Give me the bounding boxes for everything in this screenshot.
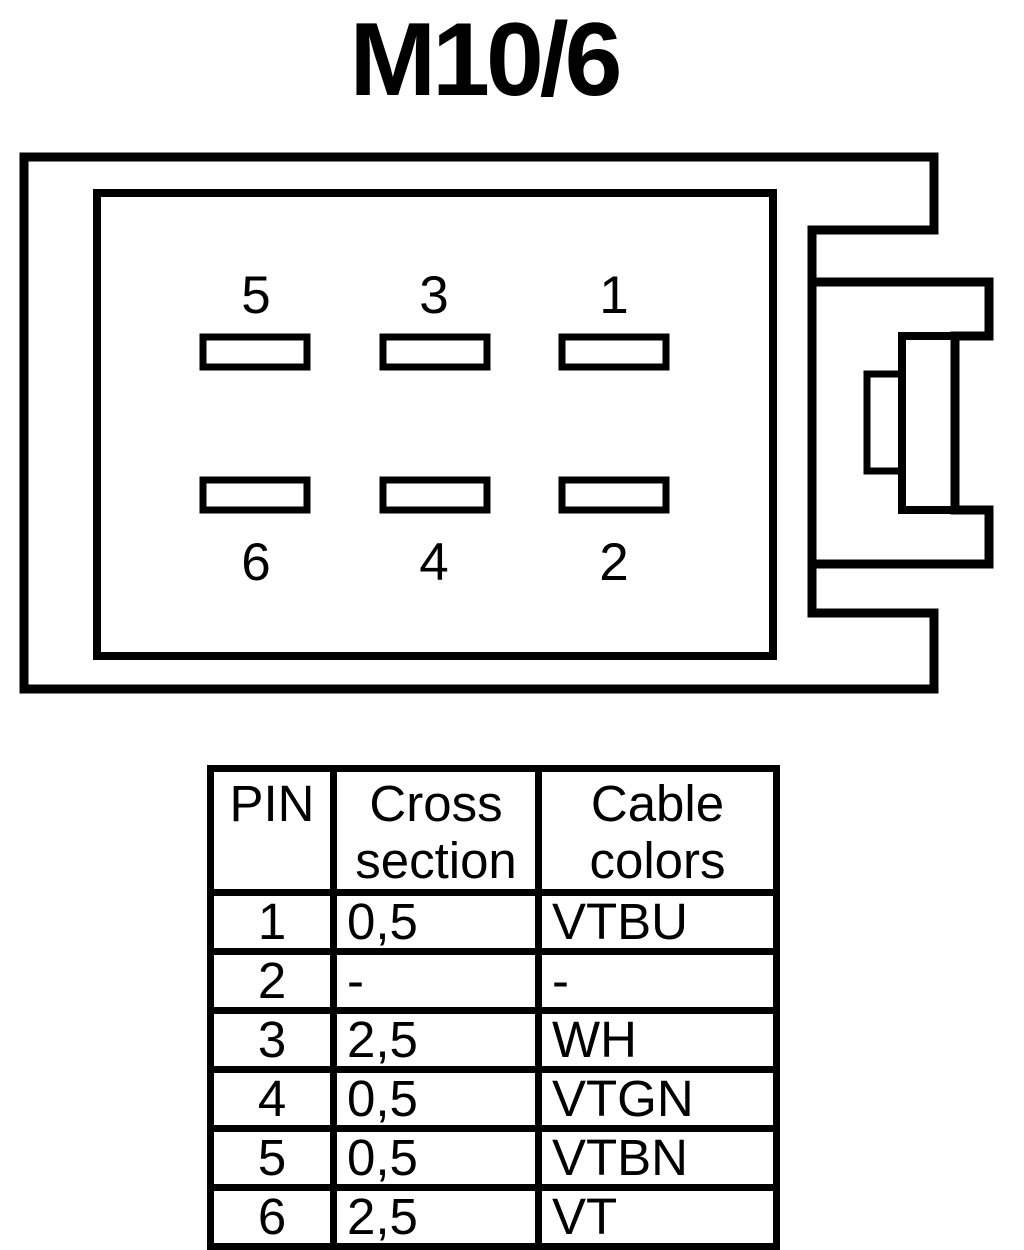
pin-slot-2 [558, 476, 670, 514]
pinout-table: PIN Cross section Cable colors 1 0,5 VTB… [207, 765, 780, 1250]
pin-label-5: 5 [241, 266, 270, 325]
table-header-row: PIN Cross section Cable colors [207, 765, 780, 896]
pin-number-cell: 3 [207, 1007, 337, 1073]
pin-number-cell: 4 [207, 1066, 337, 1132]
pin-slot-5 [199, 333, 311, 371]
diagram-title: M10/6 [349, 2, 622, 118]
pin-number-cell: 6 [207, 1184, 337, 1250]
col-header-cable-colors: Cable colors [535, 765, 780, 896]
connector-body-outline [19, 152, 939, 694]
pin-label-2: 2 [599, 533, 628, 592]
table-row: 1 0,5 VTBU [207, 889, 780, 955]
pin-number-cell: 1 [207, 889, 337, 955]
cable-color-cell: VTGN [535, 1066, 780, 1132]
table-row: 6 2,5 VT [207, 1184, 780, 1250]
pin-slot-1 [558, 333, 670, 371]
cross-section-cell: 0,5 [330, 1066, 542, 1132]
cross-section-cell: 0,5 [330, 1125, 542, 1191]
table-row: 5 0,5 VTBN [207, 1125, 780, 1191]
cross-section-cell: 0,5 [330, 889, 542, 955]
latch-tab [898, 332, 959, 514]
pin-number-cell: 2 [207, 948, 337, 1014]
pin-slot-6 [199, 476, 311, 514]
pin-label-1: 1 [599, 266, 628, 325]
cross-section-cell: 2,5 [330, 1007, 542, 1073]
table-row: 4 0,5 VTGN [207, 1066, 780, 1132]
pin-row-bottom: 6 4 2 [199, 476, 670, 592]
connector-inner-face [93, 189, 777, 660]
cross-section-cell: - [330, 948, 542, 1014]
pin-slot-3 [379, 333, 491, 371]
cross-section-cell: 2,5 [330, 1184, 542, 1250]
pin-label-4: 4 [419, 533, 448, 592]
cable-color-cell: VTBN [535, 1125, 780, 1191]
col-header-pin: PIN [207, 765, 337, 896]
pin-label-6: 6 [241, 533, 270, 592]
pin-row-top: 5 3 1 [199, 266, 670, 371]
cable-color-cell: VT [535, 1184, 780, 1250]
pin-label-3: 3 [419, 266, 448, 325]
latch-notch [863, 370, 906, 475]
cable-color-cell: WH [535, 1007, 780, 1073]
connector-diagram: 5 3 1 6 4 2 [19, 152, 994, 694]
pin-number-cell: 5 [207, 1125, 337, 1191]
table-row: 2 - - [207, 948, 780, 1014]
pin-slot-4 [379, 476, 491, 514]
cable-color-cell: - [535, 948, 780, 1014]
table-row: 3 2,5 WH [207, 1007, 780, 1073]
col-header-cross-section: Cross section [330, 765, 542, 896]
cable-color-cell: VTBU [535, 889, 780, 955]
